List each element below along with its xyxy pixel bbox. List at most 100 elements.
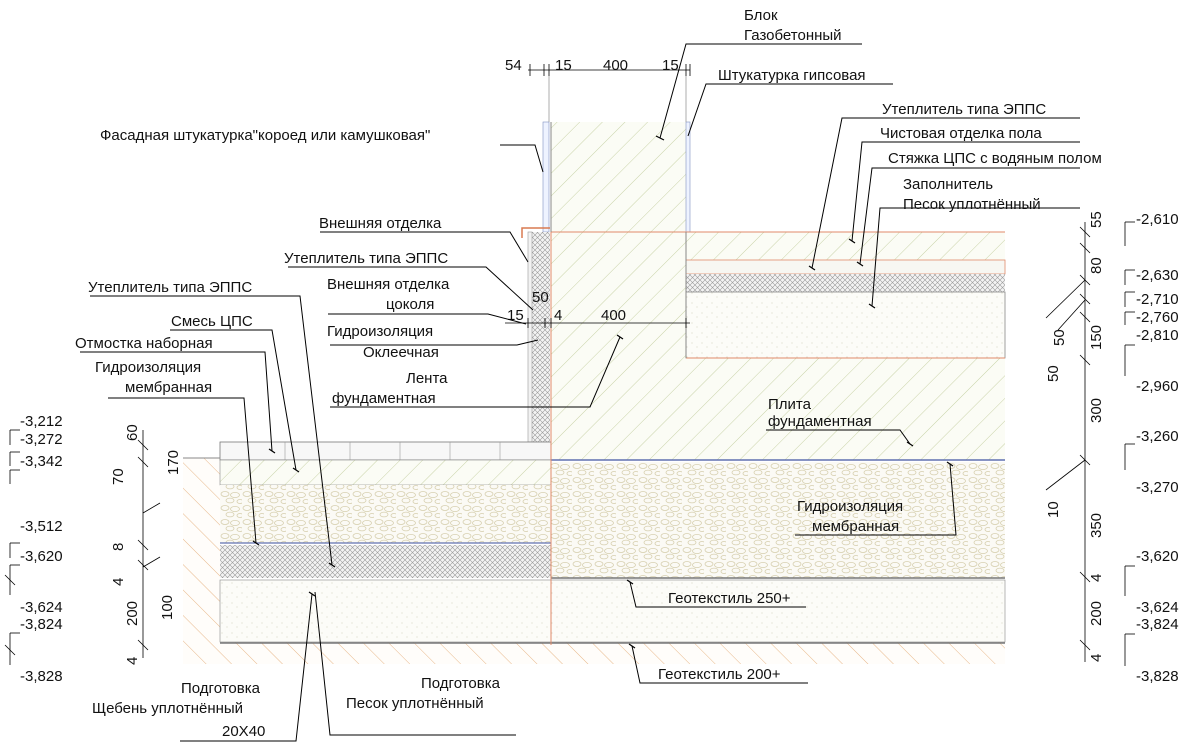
dim-mid-400: 400 [601, 307, 626, 324]
leader-ticks [252, 135, 954, 649]
label-prep-sand-2: Песок уплотнённый [346, 695, 484, 712]
top-dimension-chain [528, 64, 691, 122]
dim-right-150: 150 [1088, 325, 1105, 350]
dim-right-80: 80 [1088, 257, 1105, 274]
label-floor-finish: Чистовая отделка пола [880, 125, 1042, 142]
label-facade-plaster: Фасадная штукатурка"короед или камушкова… [100, 127, 430, 144]
label-waterproofing-2: Оклеечная [363, 344, 439, 361]
dim-mid-50: 50 [532, 289, 549, 306]
label-epps-left: Утеплитель типа ЭППС [88, 279, 252, 296]
dim-left-200: 200 [124, 601, 141, 626]
level-right-9: -3,620 [1136, 548, 1179, 565]
level-right-2: -2,630 [1136, 267, 1179, 284]
dim-right-200: 200 [1088, 601, 1105, 626]
label-slab-1: Плита [768, 396, 812, 413]
label-epps-top: Утеплитель типа ЭППС [882, 101, 1046, 118]
level-left-4: -3,512 [20, 518, 63, 535]
level-left-1: -3,212 [20, 413, 63, 430]
label-block: Блок [744, 7, 778, 24]
floor-finish-layer [686, 232, 1005, 260]
dim-left-100: 100 [159, 595, 176, 620]
epps-left-layer [220, 545, 551, 578]
dim-right-300: 300 [1088, 398, 1105, 423]
dim-right-50a: 50 [1045, 365, 1062, 382]
label-membrane-right-2: мембранная [812, 518, 899, 535]
label-geotextile-250: Геотекстиль 250+ [668, 590, 791, 607]
label-geotextile-200: Геотекстиль 200+ [658, 666, 781, 683]
level-right-3: -2,710 [1136, 291, 1179, 308]
left-dimension-chain [4, 429, 161, 665]
gravel-right [551, 462, 1005, 578]
label-waterproofing-1: Гидроизоляция [327, 323, 433, 340]
label-membrane-left-1: Гидроизоляция [95, 359, 201, 376]
level-right-7: -3,260 [1136, 428, 1179, 445]
mid-dimension-chain [505, 318, 690, 328]
dim-top-15a: 15 [555, 57, 572, 74]
label-cps-mix: Смесь ЦПС [171, 313, 253, 330]
dim-right-350: 350 [1088, 513, 1105, 538]
sand-right [550, 579, 1006, 643]
plinth-finish [527, 231, 533, 443]
level-right-6: -2,960 [1136, 378, 1179, 395]
paving-joints [284, 442, 501, 460]
sand-left [219, 579, 552, 643]
dim-left-170: 170 [165, 450, 182, 475]
dim-left-70: 70 [110, 468, 127, 485]
soil-bottom [183, 642, 1005, 664]
level-left-8: -3,828 [20, 668, 63, 685]
dim-left-4b: 4 [124, 657, 141, 665]
gas-concrete-wall [551, 122, 686, 232]
level-left-2: -3,272 [20, 431, 63, 448]
dim-right-55: 55 [1088, 211, 1105, 228]
label-slab-2: фундаментная [768, 413, 872, 430]
label-compacted-sand: Песок уплотнённый [903, 196, 1041, 213]
label-gypsum-plaster: Штукатурка гипсовая [718, 67, 866, 84]
level-left-3: -3,342 [20, 453, 63, 470]
level-right-12: -3,828 [1136, 668, 1179, 685]
level-right-4: -2,760 [1136, 309, 1179, 326]
level-left-7: -3,824 [20, 616, 63, 633]
dim-right-4b: 4 [1088, 654, 1105, 662]
label-prep-gravel-1: Подготовка [181, 680, 261, 697]
label-membrane-right-1: Гидроизоляция [797, 498, 903, 515]
dim-top-400: 400 [603, 57, 628, 74]
dim-right-4: 4 [1088, 574, 1105, 582]
label-external-finish: Внешняя отделка [319, 215, 442, 232]
label-prep-sand-1: Подготовка [421, 675, 501, 692]
dim-left-4: 4 [110, 578, 127, 586]
drip-cap [521, 227, 550, 238]
level-left-5: -3,620 [20, 548, 63, 565]
sand-fill-layer [685, 291, 1006, 359]
dim-top-15b: 15 [662, 57, 679, 74]
gypsum-plaster-strip [685, 121, 691, 233]
label-strip-1: Лента [406, 370, 448, 387]
label-membrane-left-2: мембранная [125, 379, 212, 396]
right-dimension-chain [1045, 221, 1135, 666]
label-gas-concrete: Газобетонный [744, 27, 842, 44]
soil-left [183, 458, 220, 663]
dim-mid-4: 4 [554, 307, 562, 324]
paving-layer [219, 441, 552, 461]
dim-right-10: 10 [1045, 501, 1062, 518]
label-prep-gravel-3: 20Х40 [222, 723, 265, 740]
screed-layer [685, 259, 1006, 275]
level-right-5: -2,810 [1136, 327, 1179, 344]
level-right-8: -3,270 [1136, 479, 1179, 496]
label-plinth-finish-2: цоколя [386, 296, 434, 313]
label-strip-2: фундаментная [332, 390, 436, 407]
gravel-left [220, 485, 551, 543]
dim-right-50b: 50 [1051, 329, 1068, 346]
facade-plaster-strip [542, 121, 550, 233]
plinth-epps [532, 232, 550, 442]
label-screed: Стяжка ЦПС с водяным полом [888, 150, 1102, 167]
dim-top-54: 54 [505, 57, 522, 74]
label-prep-gravel-2: Щебень уплотнённый [92, 700, 243, 717]
label-epps-wall: Утеплитель типа ЭППС [284, 250, 448, 267]
label-filler: Заполнитель [903, 176, 993, 193]
level-left-6: -3,624 [20, 599, 63, 616]
level-right-11: -3,824 [1136, 616, 1179, 633]
dim-left-8: 8 [110, 543, 127, 551]
level-right-10: -3,624 [1136, 599, 1179, 616]
dim-left-60: 60 [124, 424, 141, 441]
